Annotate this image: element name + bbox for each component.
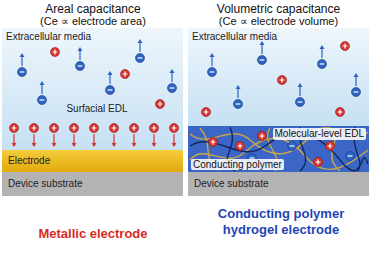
node-text: Extracellular media bbox=[192, 31, 277, 43]
electrode-band: Electrode bbox=[2, 150, 183, 172]
ions bbox=[10, 39, 179, 147]
node-text: Device substrate bbox=[194, 178, 268, 190]
panel-subtitle: (Ce ∝ electrode area) bbox=[0, 15, 186, 28]
ions bbox=[202, 41, 361, 117]
node-text: Electrode bbox=[8, 155, 50, 167]
polymer-ground bbox=[188, 126, 369, 172]
panel-caption: Metallic electrode bbox=[0, 226, 186, 242]
substrate-band: Device substrate bbox=[188, 172, 369, 196]
node-text: Conducting polymer bbox=[191, 159, 284, 171]
panel-title: Areal capacitance bbox=[0, 2, 186, 16]
media-ground bbox=[2, 28, 183, 150]
node-text: Extracellular media bbox=[6, 31, 91, 43]
region-label: Surfacial EDL bbox=[62, 103, 132, 115]
panel-subtitle: (Ce ∝ electrode volume) bbox=[186, 15, 371, 28]
panel-title: Volumetric capacitance bbox=[186, 2, 371, 16]
polymer-region: Molecular-level EDL Conducting polymer bbox=[188, 126, 369, 172]
media-region: Extracellular media bbox=[2, 28, 183, 150]
media-region: Extracellular media bbox=[188, 28, 369, 126]
node-text: Device substrate bbox=[8, 178, 82, 190]
media-ground bbox=[188, 28, 369, 126]
node-text: Molecular-level EDL bbox=[273, 128, 366, 140]
polymer-fibers bbox=[190, 127, 368, 171]
substrate-band: Device substrate bbox=[2, 172, 183, 196]
panel-caption: Conducting polymer hydrogel electrode bbox=[196, 206, 366, 237]
